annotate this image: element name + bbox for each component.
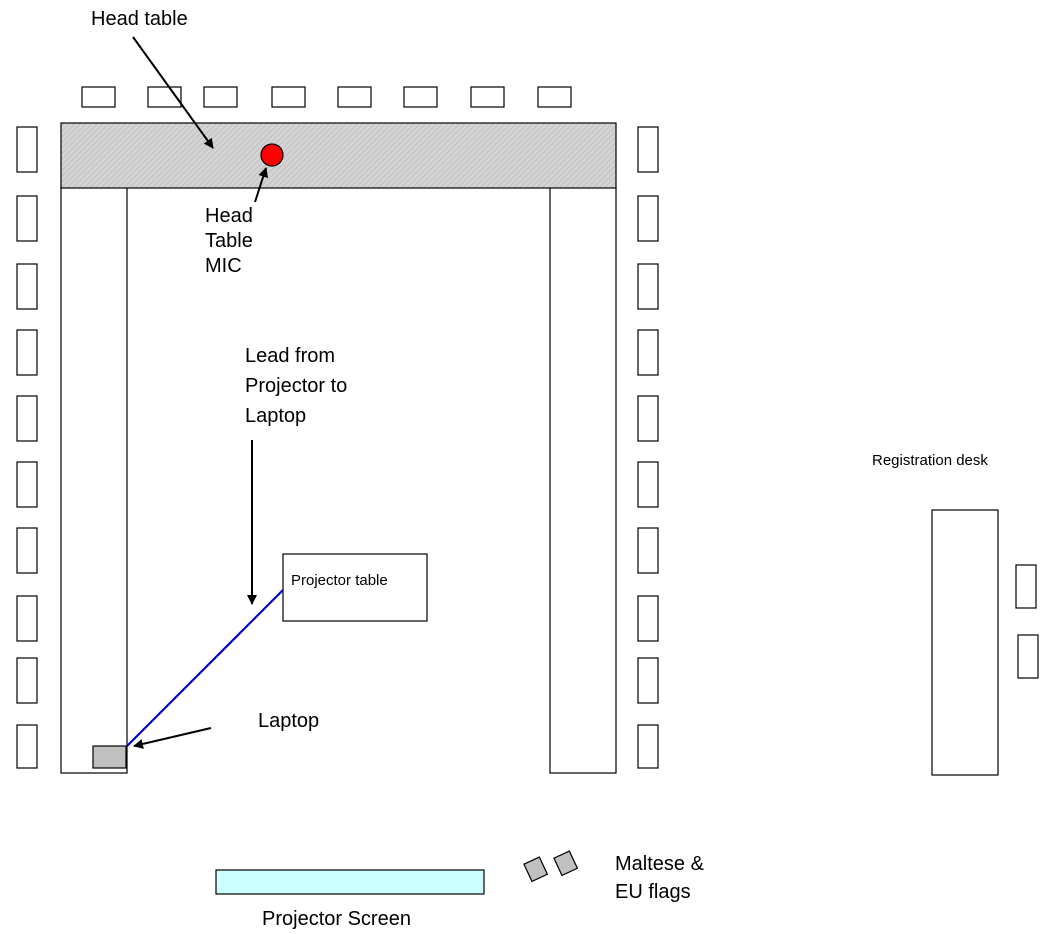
chair: [16, 126, 38, 173]
flags-label-line2: EU flags: [615, 881, 691, 903]
chair: [203, 86, 238, 108]
left-side-table: [60, 186, 128, 774]
chair: [16, 657, 38, 704]
head-table-label: Head table: [91, 8, 188, 30]
eu-flag: [553, 850, 579, 877]
head-table-mic-label-line2: Table: [205, 230, 253, 252]
lead-label-line3: Laptop: [245, 405, 306, 427]
head-table-mic: [260, 143, 284, 167]
registration-desk: [931, 509, 999, 776]
projector-screen: [215, 869, 485, 895]
chair: [16, 595, 38, 642]
chair: [637, 263, 659, 310]
chair: [637, 724, 659, 769]
registration-desk-label: Registration desk: [872, 452, 988, 469]
projector-screen-label: Projector Screen: [262, 908, 411, 930]
laptop-label: Laptop: [258, 710, 319, 732]
chair: [16, 329, 38, 376]
chair: [16, 395, 38, 442]
head-table-mic-label-line3: MIC: [205, 255, 242, 277]
projector-table: [282, 553, 428, 622]
chair: [16, 461, 38, 508]
chair: [470, 86, 505, 108]
right-chairs: [637, 126, 659, 769]
chair: [403, 86, 438, 108]
chair: [637, 461, 659, 508]
registration-chair: [1017, 634, 1039, 679]
chair: [637, 329, 659, 376]
chair: [637, 195, 659, 242]
chair: [637, 595, 659, 642]
chair: [637, 126, 659, 173]
mic-arrow: [254, 167, 268, 203]
chair: [337, 86, 372, 108]
head-table-chairs: [81, 86, 572, 108]
projector-table-label: Projector table: [291, 572, 388, 589]
right-side-table: [549, 186, 617, 774]
projector-laptop-cable: [126, 589, 284, 747]
registration-chair: [1015, 564, 1037, 609]
maltese-flag: [523, 856, 549, 883]
chair: [16, 724, 38, 769]
lead-label-line1: Lead from: [245, 345, 335, 367]
chair: [16, 195, 38, 242]
head-table-mic-label-line1: Head: [205, 205, 253, 227]
head-table-arrow: [132, 36, 214, 149]
chair: [16, 527, 38, 574]
left-chairs: [16, 126, 38, 769]
chair: [637, 657, 659, 704]
chair: [271, 86, 306, 108]
chair: [537, 86, 572, 108]
head-table: [60, 122, 617, 189]
chair: [637, 527, 659, 574]
flags-label-line1: Maltese &: [615, 853, 705, 875]
chair: [16, 263, 38, 310]
laptop-arrow: [133, 727, 212, 749]
laptop: [92, 745, 127, 769]
chair: [637, 395, 659, 442]
chair: [81, 86, 116, 108]
lead-label-line2: Projector to: [245, 375, 347, 397]
